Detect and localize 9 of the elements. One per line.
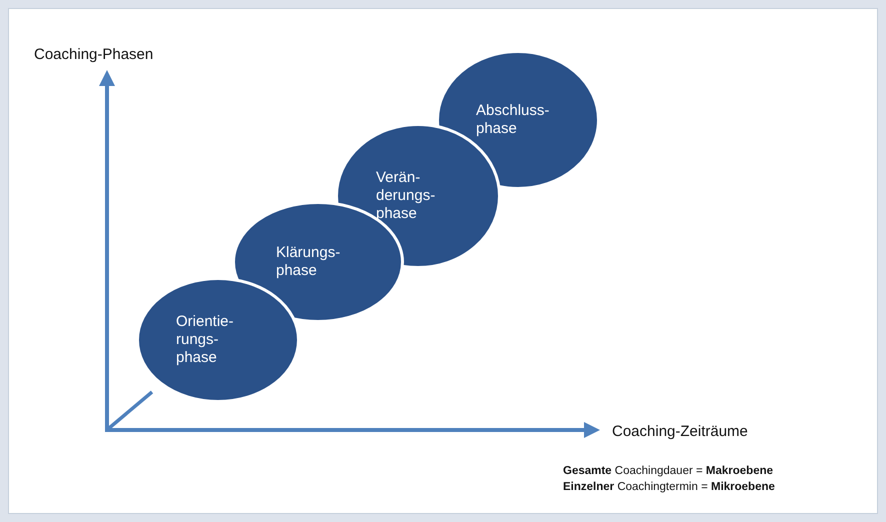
note-text: Gesamte Coachingdauer = Makroebene bbox=[563, 465, 774, 477]
phase-label: Verän- derungs- phase bbox=[376, 169, 436, 223]
axis-label: Coaching-Phasen bbox=[34, 46, 154, 63]
phase-label: Klärungs- phase bbox=[276, 244, 342, 280]
note-text: Einzelner Coachingtermin = Mikroebene bbox=[563, 481, 775, 493]
phase-label: Abschluss- phase bbox=[476, 102, 550, 138]
phase-ellipse bbox=[136, 277, 300, 403]
axis-label: Coaching-Zeiträume bbox=[612, 423, 748, 440]
phase-label: Orientie- rungs- phase bbox=[176, 313, 235, 367]
